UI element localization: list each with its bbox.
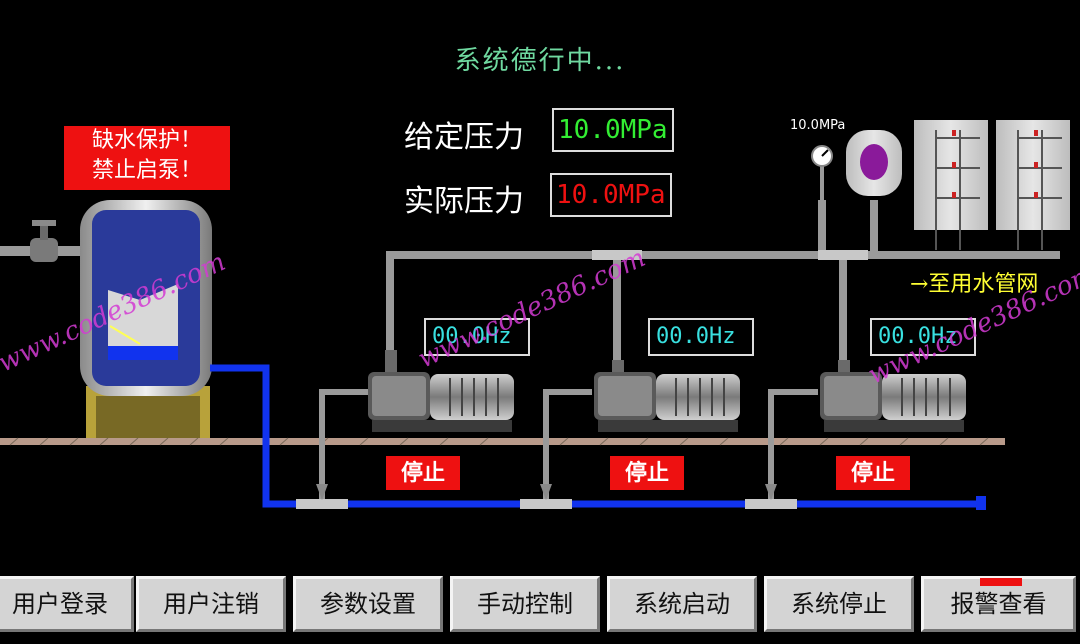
- pump-3-frequency: 00.0Hz: [870, 318, 976, 356]
- pump-3: [820, 372, 966, 432]
- alarm-line-2: 禁止启泵！: [91, 158, 202, 183]
- manual-control-button[interactable]: 手动控制: [450, 576, 600, 632]
- set-pressure-label: 给定压力: [404, 120, 524, 155]
- water-tank: [80, 200, 212, 438]
- pump-3-state[interactable]: 停止: [836, 456, 910, 490]
- inlet-pipe: [0, 220, 85, 262]
- pump-2-state[interactable]: 停止: [610, 456, 684, 490]
- gauge-reading: 10.0MPa: [790, 118, 846, 133]
- pump-2-frequency: 00.0Hz: [648, 318, 754, 356]
- login-button[interactable]: 用户登录: [0, 576, 134, 632]
- water-shortage-alarm: 缺水保护！ 禁止启泵！: [64, 126, 230, 190]
- pressure-vessel: [846, 130, 902, 196]
- set-pressure-value[interactable]: 10.0MPa: [552, 108, 674, 152]
- system-start-button[interactable]: 系统启动: [607, 576, 757, 632]
- distribution-cabinets: [914, 120, 1070, 250]
- suction-header: [210, 364, 985, 508]
- floor-line: [0, 437, 1005, 446]
- logout-button[interactable]: 用户注销: [136, 576, 286, 632]
- actual-pressure-value: 10.0MPa: [550, 173, 672, 217]
- pump-1: [368, 372, 514, 432]
- pressure-gauge-icon: [811, 145, 833, 210]
- destination-label: →至用水管网: [910, 272, 1039, 297]
- system-status: 系统德行中...: [454, 46, 626, 76]
- system-stop-button[interactable]: 系统停止: [764, 576, 914, 632]
- pump-1-frequency: 00.0Hz: [424, 318, 530, 356]
- alarm-indicator: [980, 578, 1022, 586]
- suction-risers: [319, 389, 818, 500]
- alarm-line-1: 缺水保护！: [91, 128, 202, 153]
- menu-bar: 用户登录 用户注销 参数设置 手动控制 系统启动 系统停止 报警查看: [0, 576, 1080, 636]
- pump-2: [594, 372, 740, 432]
- actual-pressure-label: 实际压力: [404, 184, 524, 219]
- pump-1-state[interactable]: 停止: [386, 456, 460, 490]
- parameter-settings-button[interactable]: 参数设置: [293, 576, 443, 632]
